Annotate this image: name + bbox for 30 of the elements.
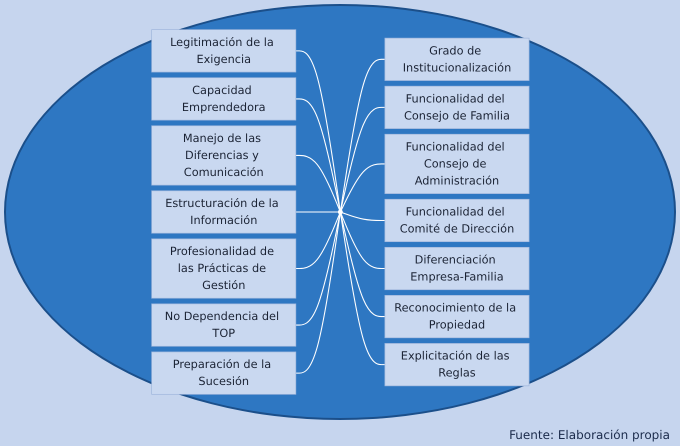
node-box: Capacidad Emprendedora <box>150 77 296 120</box>
node-box: Funcionalidad del Consejo de Administración <box>384 134 530 194</box>
node-box: Reconocimiento de la Propiedad <box>384 295 530 338</box>
node-box: Grado de Institucionalización <box>384 38 530 81</box>
node-box: Funcionalidad del Consejo de Familia <box>384 86 530 129</box>
node-box: Estructuración de la Información <box>150 190 296 234</box>
connector <box>340 214 385 318</box>
connector <box>340 214 385 270</box>
connector <box>295 98 340 210</box>
connector <box>295 214 340 374</box>
connector <box>340 163 385 210</box>
connector <box>342 212 385 221</box>
node-box: Explicitación de las Reglas <box>384 343 530 386</box>
connector <box>295 154 340 210</box>
source-note: Fuente: Elaboración propia <box>509 428 670 442</box>
node-box: No Dependencia del TOP <box>150 304 296 347</box>
connector <box>295 214 340 326</box>
connector <box>295 214 340 270</box>
node-box: Preparación de la Sucesión <box>150 352 296 395</box>
connector <box>340 106 385 210</box>
connector <box>340 58 385 210</box>
connector <box>340 214 385 366</box>
node-box: Diferenciación Empresa-Familia <box>384 246 530 290</box>
node-box: Manejo de las Diferencias y Comunicación <box>150 125 296 186</box>
node-box: Funcionalidad del Comité de Dirección <box>384 198 530 242</box>
connector <box>295 211 338 213</box>
node-box: Profesionalidad de las Prácticas de Gestión <box>150 238 296 299</box>
node-circle <box>338 210 342 214</box>
node-box: Legitimación de la Exigencia <box>150 29 296 72</box>
connector <box>295 50 340 210</box>
